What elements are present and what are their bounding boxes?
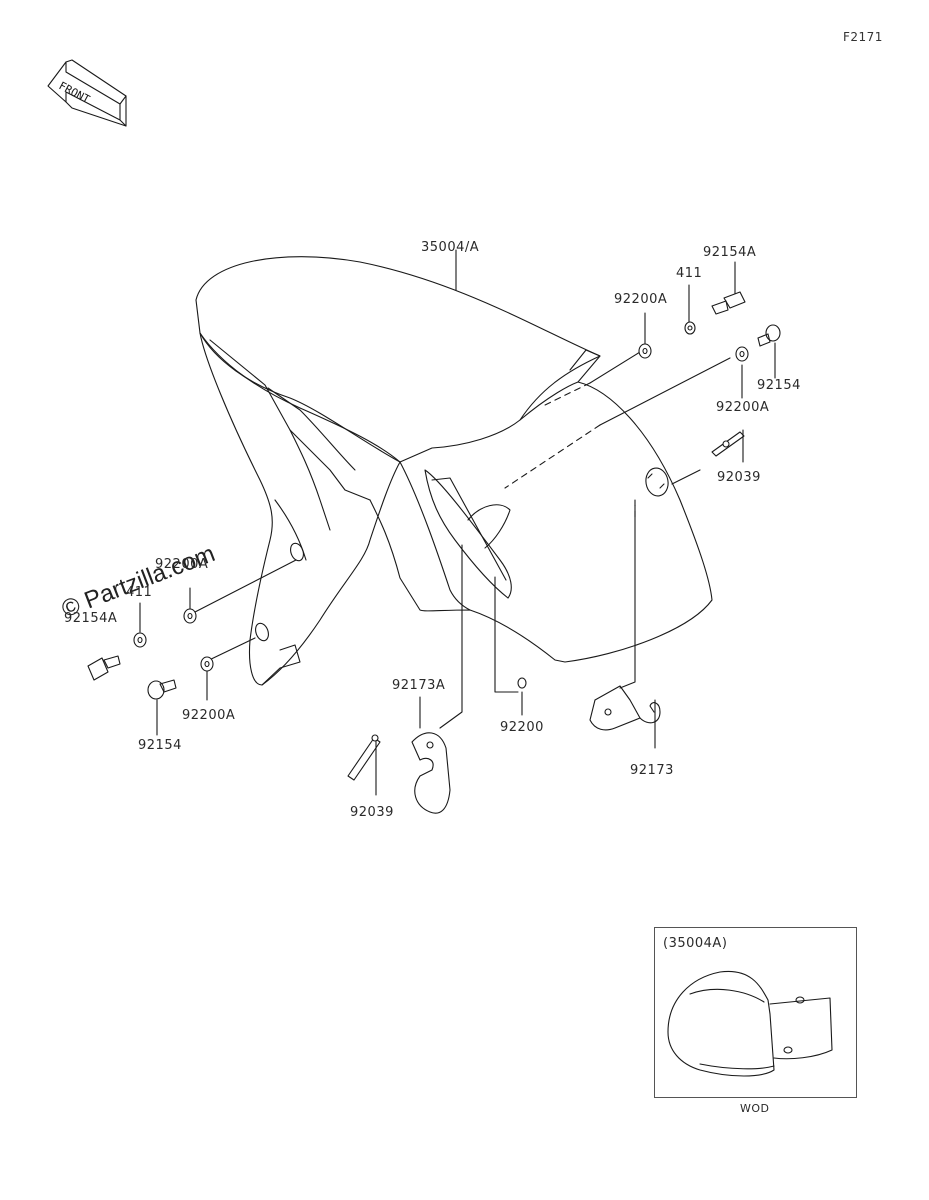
inset-fender [667,970,833,1077]
label-92154A-left: 92154A [64,611,118,626]
label-92200A-right: 92200A [716,400,770,415]
label-92154A-top: 92154A [703,245,757,260]
label-411-left: 411 [126,585,153,600]
label-92200A-left-bottom: 92200A [182,708,236,723]
figure-id: F2171 [843,30,883,44]
label-92154-right: 92154 [757,378,801,393]
front-fender [195,256,713,686]
label-92173: 92173 [630,763,674,778]
label-92200A-left-top: 92200A [155,557,209,572]
label-35004A: 35004/A [421,240,480,255]
label-92173A: 92173A [392,678,446,693]
clamp-92173 [589,685,661,731]
washer-92200 [517,677,527,689]
label-92039-right: 92039 [717,470,761,485]
label-92039-left: 92039 [350,805,394,820]
label-92200: 92200 [500,720,544,735]
hidden-lines [504,382,636,521]
front-arrow-icon: FRONT [47,59,127,127]
hardware-top-right [638,291,781,457]
label-92154-left: 92154 [138,738,182,753]
inset-caption: WOD [740,1102,770,1115]
hardware-left [87,608,381,781]
label-92200A-top-left: 92200A [614,292,668,307]
inset-label: (35004A) [663,936,728,951]
inset-panel: (35004A) [654,927,857,1098]
clamp-92173A [411,732,451,814]
label-411-top: 411 [676,266,703,281]
leader-lines [139,249,776,796]
